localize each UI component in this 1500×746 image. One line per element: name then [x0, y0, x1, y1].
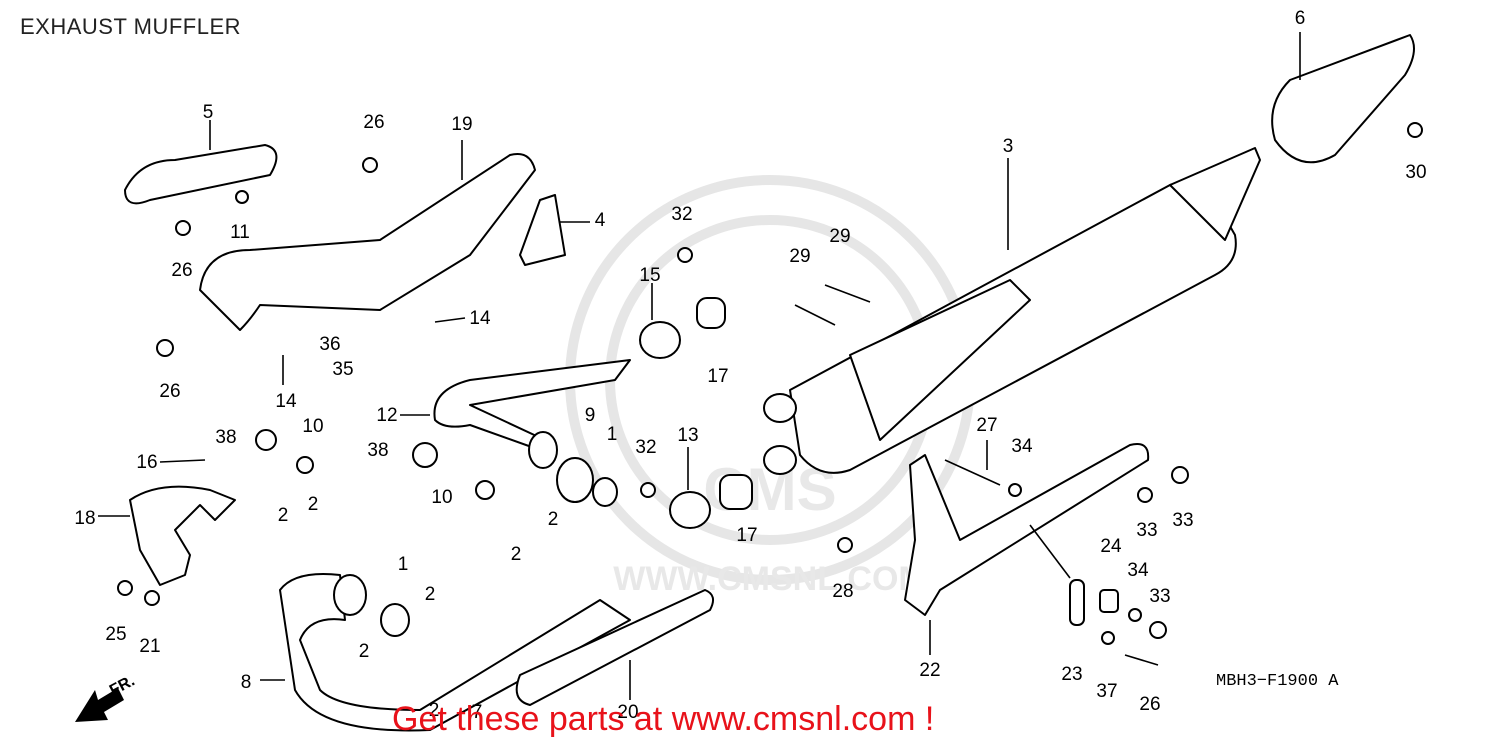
- watermark-url: WWW.CMSNL.COM: [613, 560, 927, 598]
- part-number-label: 8: [241, 672, 252, 693]
- part-number-label: 29: [789, 246, 810, 267]
- part-number-label: 4: [595, 210, 606, 231]
- part-number-label: 36: [319, 334, 340, 355]
- part-number-label: 3: [1003, 136, 1014, 157]
- part-number-label: 5: [203, 102, 214, 123]
- part-number-label: 18: [74, 508, 95, 529]
- part-number-label: 35: [332, 359, 353, 380]
- muffler-end-cap: [1271, 34, 1415, 164]
- heat-shield: [199, 153, 536, 331]
- part-number-label: 1: [398, 554, 409, 575]
- part-number-label: 12: [376, 405, 397, 426]
- front-arrow: FR.: [75, 672, 138, 722]
- part-number-label: 26: [1139, 694, 1160, 715]
- part-number-label: 9: [585, 405, 596, 426]
- part-number-label: 2: [548, 509, 559, 530]
- part-number-label: 21: [139, 636, 160, 657]
- part-number-label: 33: [1149, 586, 1170, 607]
- part-number-label: 33: [1172, 510, 1193, 531]
- leader-lines: [98, 32, 1301, 700]
- part-number-label: 6: [1295, 8, 1306, 29]
- part-number-label: 10: [431, 487, 452, 508]
- side-guard: [129, 485, 236, 586]
- middle-pipe: [433, 359, 631, 451]
- part-number-label: 29: [829, 226, 850, 247]
- diagram-code: MBH3−F1900 A: [1216, 672, 1339, 691]
- part-labels: 5 26 19 4 11 26 32 15 29 29 3 6 30 14 36…: [74, 8, 1426, 723]
- part-number-label: 16: [136, 452, 157, 473]
- muffler-body: [763, 147, 1261, 475]
- part-number-label: 14: [469, 308, 491, 329]
- part-number-label: 25: [105, 624, 126, 645]
- part-number-label: 32: [635, 437, 656, 458]
- part-number-label: 1: [607, 424, 618, 445]
- part-number-label: 38: [367, 440, 388, 461]
- stay: [904, 443, 1150, 616]
- part-number-label: 26: [159, 381, 180, 402]
- fasteners: [117, 122, 1423, 666]
- part-number-label: 20: [617, 702, 638, 723]
- part-number-label: 26: [171, 260, 192, 281]
- part-number-label: 19: [451, 114, 472, 135]
- part-number-label: 22: [919, 660, 940, 681]
- part-number-label: 17: [736, 525, 757, 546]
- part-number-label: 24: [1100, 536, 1122, 557]
- part-number-label: 34: [1011, 436, 1033, 457]
- part-number-label: 23: [1061, 664, 1082, 685]
- exhaust-pipe: [279, 573, 631, 732]
- bracket: [519, 194, 566, 266]
- cover: [124, 144, 278, 205]
- part-number-label: 2: [511, 544, 522, 565]
- part-number-label: 30: [1405, 162, 1426, 183]
- part-number-label: 38: [215, 427, 236, 448]
- part-number-label: 33: [1136, 520, 1157, 541]
- part-number-label: 27: [976, 415, 997, 436]
- part-number-label: 28: [832, 581, 853, 602]
- promo-link[interactable]: Get these parts at www.cmsnl.com !: [392, 700, 935, 738]
- part-number-label: 34: [1127, 560, 1149, 581]
- part-number-label: 37: [1096, 681, 1117, 702]
- part-number-label: 2: [278, 505, 289, 526]
- part-number-label: 32: [671, 204, 692, 225]
- part-number-label: 17: [707, 366, 728, 387]
- joint-parts: [333, 297, 753, 637]
- part-number-label: 13: [677, 425, 698, 446]
- part-number-label: 15: [639, 265, 660, 286]
- heat-protector: [515, 589, 715, 706]
- part-number-label: 2: [359, 641, 370, 662]
- part-number-label: 2: [308, 494, 319, 515]
- part-number-label: 26: [363, 112, 384, 133]
- part-number-label: 11: [230, 222, 250, 243]
- part-number-label: 7: [472, 702, 483, 723]
- part-number-label: 10: [302, 416, 323, 437]
- part-number-label: 14: [275, 391, 297, 412]
- part-number-label: 2: [429, 700, 440, 721]
- part-number-label: 2: [425, 584, 436, 605]
- page-title: EXHAUST MUFFLER: [20, 14, 242, 39]
